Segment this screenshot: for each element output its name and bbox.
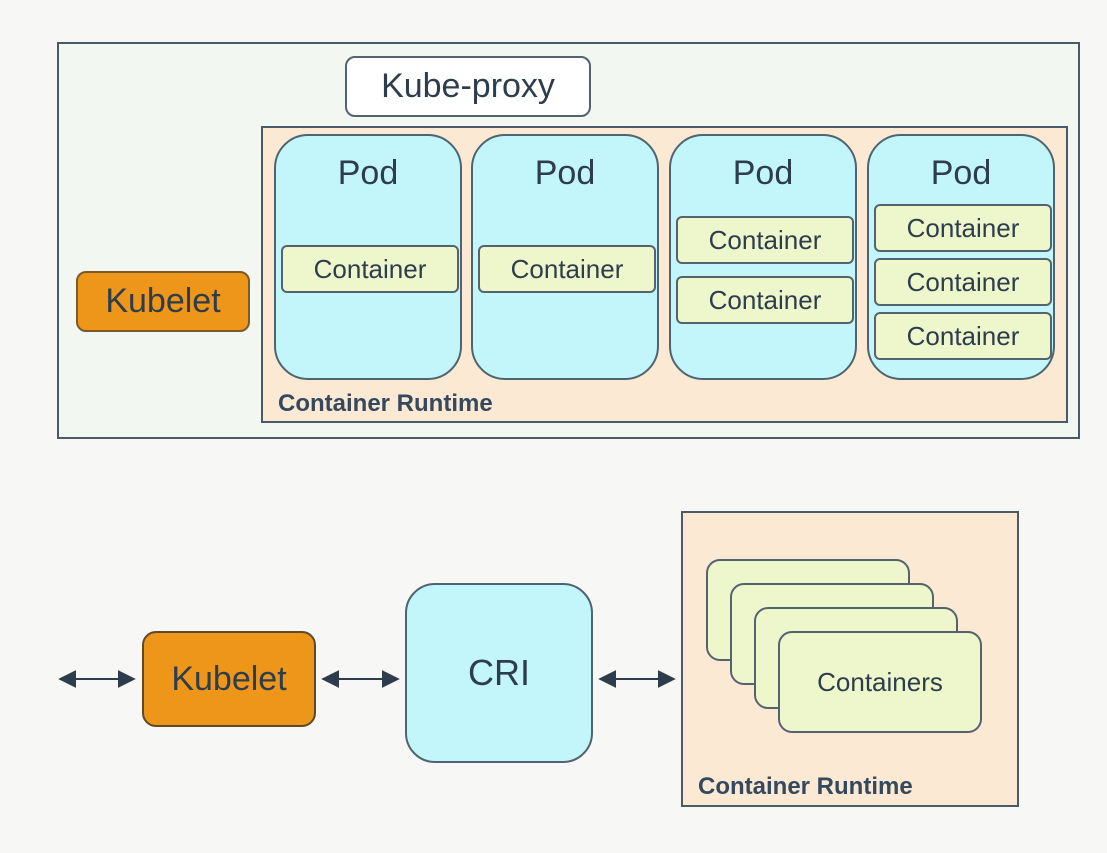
pod-4: Pod Container Container Container — [867, 134, 1055, 380]
containers-card: Containers — [778, 631, 982, 733]
kube-proxy-box: Kube-proxy — [345, 56, 591, 117]
kube-proxy-label: Kube-proxy — [381, 67, 555, 105]
pod-title: Pod — [732, 154, 794, 192]
kubelet-box-bottom: Kubelet — [142, 631, 316, 727]
container-box: Container — [874, 258, 1052, 306]
containers-label: Containers — [817, 666, 943, 697]
kubelet-label-top: Kubelet — [105, 282, 221, 320]
container-box: Container — [281, 245, 459, 293]
container-runtime-label-top: Container Runtime — [278, 390, 493, 417]
container-box: Container — [676, 216, 854, 264]
container-runtime-label-bottom: Container Runtime — [698, 773, 913, 800]
pod-title: Pod — [930, 154, 992, 192]
pod-3: Pod Container Container — [669, 134, 857, 380]
kubelet-box-top: Kubelet — [76, 271, 250, 332]
container-box: Container — [478, 245, 656, 293]
pod-2: Pod Container — [471, 134, 659, 380]
kubelet-label-bottom: Kubelet — [171, 659, 287, 698]
pod-title: Pod — [337, 154, 399, 192]
container-box: Container — [874, 204, 1052, 252]
pod-title: Pod — [534, 154, 596, 192]
container-box: Container — [676, 276, 854, 324]
cri-box: CRI — [405, 583, 593, 763]
container-box: Container — [874, 312, 1052, 360]
pod-1: Pod Container — [274, 134, 462, 380]
cri-label: CRI — [468, 652, 530, 693]
